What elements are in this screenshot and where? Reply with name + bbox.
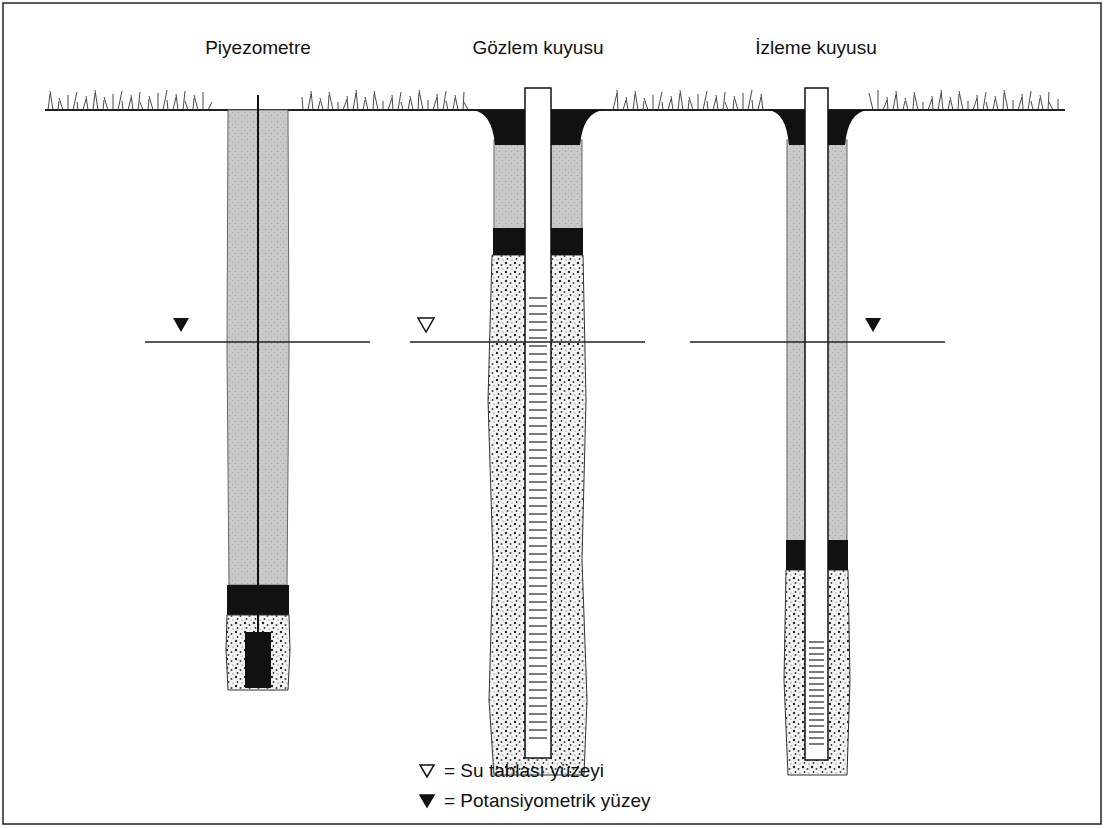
frame [3, 3, 1101, 824]
observation-well [410, 88, 645, 775]
legend-text: = Potansiyometrik yüzey [444, 790, 650, 812]
legend-entry: = Su tablası yüzeyi [418, 760, 604, 782]
well-title: İzleme kuyusu [755, 37, 876, 60]
well-title: Gözlem kuyusu [473, 37, 604, 60]
grass [48, 90, 1058, 110]
well-title: Piyezometre [205, 37, 311, 60]
legend-symbol [418, 793, 436, 809]
monitoring-well [690, 88, 945, 775]
legend-entry: = Potansiyometrik yüzey [418, 790, 650, 812]
legend-symbol [418, 763, 436, 779]
legend-text: = Su tablası yüzeyi [444, 760, 604, 782]
piezometer [145, 95, 370, 690]
